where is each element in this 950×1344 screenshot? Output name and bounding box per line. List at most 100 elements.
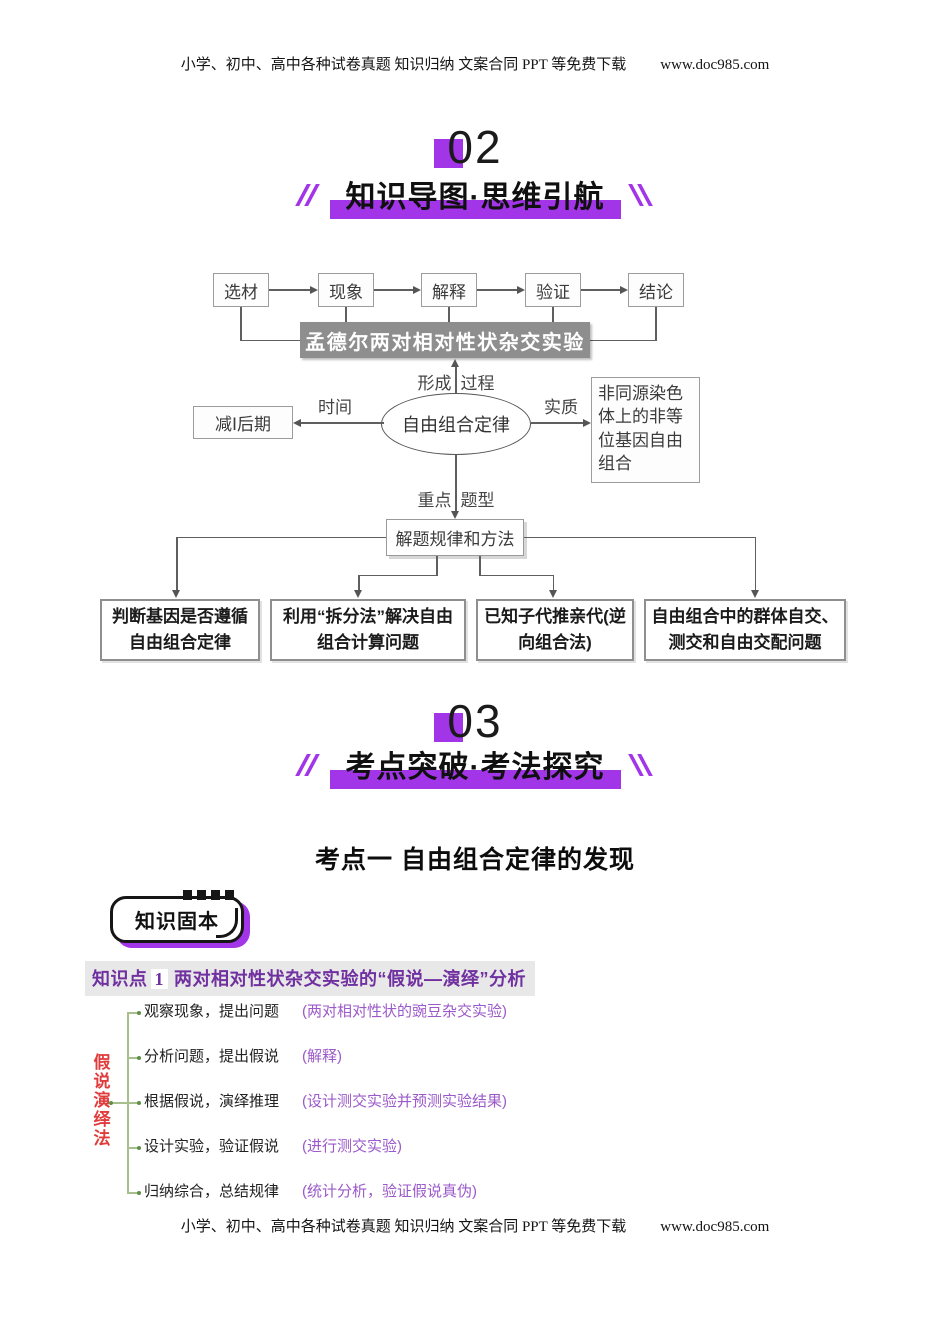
hypothesis-step: 归纳综合，总结规律 bbox=[144, 1183, 280, 1200]
page-header: 小学、初中、高中各种试卷真题 知识归纳 文案合同 PPT 等免费下载 www.do… bbox=[0, 53, 950, 74]
footer-text: 小学、初中、高中各种试卷真题 知识归纳 文案合同 PPT 等免费下载 bbox=[180, 1219, 627, 1235]
hypothesis-note: (设计测交实验并预测实验结果) bbox=[302, 1093, 507, 1110]
topic-box-1: 判断基因是否遵循自由组合定律 bbox=[100, 599, 260, 661]
branch-dot bbox=[137, 1190, 141, 1195]
essence-box: 非同源染色体上的非等位基因自由组合 bbox=[591, 377, 700, 483]
hypothesis-note: (进行测交实验) bbox=[302, 1138, 402, 1155]
connector-line bbox=[479, 574, 554, 577]
hypothesis-note: (解释) bbox=[302, 1048, 342, 1065]
branch-dot bbox=[137, 1145, 141, 1150]
hypothesis-side-label: 假说演绎法 bbox=[93, 1053, 111, 1148]
hypothesis-step: 设计实验，验证假说 bbox=[144, 1138, 280, 1155]
connector-line bbox=[479, 556, 481, 576]
connector-line bbox=[176, 536, 178, 592]
arrow-up-icon bbox=[451, 359, 459, 367]
arrow-right-icon bbox=[310, 285, 318, 294]
connector-line bbox=[269, 289, 311, 291]
arrow-down-icon bbox=[451, 511, 459, 519]
section-02-number: 02 bbox=[434, 120, 502, 174]
section-02-number-wrap: 02 bbox=[0, 120, 950, 174]
footer-url-link[interactable]: www.doc985.com bbox=[660, 1219, 770, 1235]
knowledge-badge: 知识固本 bbox=[110, 890, 244, 943]
hypothesis-step: 分析问题，提出假说 bbox=[144, 1048, 280, 1065]
badge-label: 知识固本 bbox=[135, 911, 219, 933]
connector-line bbox=[448, 307, 450, 322]
branch-line bbox=[127, 1147, 139, 1149]
double-slash-icon bbox=[294, 754, 320, 778]
arrow-right-icon bbox=[620, 285, 628, 294]
section-02-title: 知识导图·思维引航 bbox=[294, 172, 652, 219]
connector-line bbox=[240, 307, 242, 341]
connector-line bbox=[455, 365, 457, 394]
connector-line bbox=[436, 556, 438, 576]
branch-line bbox=[127, 1102, 139, 1104]
header-url-link[interactable]: www.doc985.com bbox=[660, 57, 770, 73]
method-box: 解题规律和方法 bbox=[386, 519, 524, 556]
branch-line bbox=[127, 1192, 139, 1194]
connector-line bbox=[358, 574, 437, 577]
double-backslash-icon bbox=[627, 754, 653, 778]
arrow-right-icon bbox=[583, 418, 591, 427]
badge-perforation-icon bbox=[183, 890, 234, 900]
connector-line bbox=[754, 536, 757, 592]
header-text: 小学、初中、高中各种试卷真题 知识归纳 文案合同 PPT 等免费下载 bbox=[180, 57, 627, 73]
flow-box-step-2: 现象 bbox=[318, 273, 374, 307]
connector-line bbox=[358, 574, 360, 592]
arrow-down-icon bbox=[172, 590, 180, 598]
connector-line bbox=[524, 536, 756, 539]
arrow-right-icon bbox=[413, 285, 421, 294]
section-03-number: 03 bbox=[434, 694, 502, 748]
purple-underbar bbox=[329, 770, 621, 789]
arrow-left-icon bbox=[293, 418, 301, 427]
branch-line bbox=[127, 1012, 139, 1014]
connector-line bbox=[301, 422, 384, 424]
connector-line bbox=[590, 339, 656, 342]
knowledge-point-prefix: 知识点 bbox=[92, 969, 148, 989]
badge-curl-decoration bbox=[216, 908, 238, 938]
connector-line bbox=[655, 307, 657, 341]
arrow-right-icon bbox=[517, 285, 525, 294]
connector-line bbox=[581, 289, 621, 291]
branch-dot bbox=[137, 1010, 141, 1015]
section-03-number-wrap: 03 bbox=[0, 694, 950, 748]
hypothesis-note: (统计分析，验证假说真伪) bbox=[302, 1183, 477, 1200]
essence-label: 实质 bbox=[544, 398, 578, 417]
connector-line bbox=[531, 422, 584, 424]
connector-line bbox=[477, 289, 518, 291]
law-ellipse: 自由组合定律 bbox=[381, 393, 531, 455]
hypothesis-item: 设计实验，验证假说 (进行测交实验) bbox=[144, 1137, 402, 1157]
purple-square-icon bbox=[434, 713, 464, 742]
hypothesis-item: 分析问题，提出假说 (解释) bbox=[144, 1047, 342, 1067]
process-label: 形成过程 bbox=[417, 374, 495, 393]
connector-line bbox=[552, 307, 554, 322]
kaodian-heading: 考点一 自由组合定律的发现 bbox=[315, 846, 635, 874]
branch-line bbox=[127, 1057, 139, 1059]
experiment-band: 孟德尔两对相对性状杂交实验 bbox=[300, 322, 590, 358]
connector-line bbox=[240, 339, 300, 342]
purple-square-icon bbox=[434, 139, 464, 168]
mindmap-diagram: 选材 现象 解释 验证 结论 孟德尔两对相对性状杂交实验 形成过程 自由组合定律 bbox=[100, 273, 846, 661]
connector-line bbox=[455, 455, 457, 511]
branch-dot bbox=[109, 1100, 113, 1105]
topic-box-3: 已知子代推亲代(逆向组合法) bbox=[476, 599, 634, 661]
hypothesis-step: 观察现象，提出问题 bbox=[144, 1003, 280, 1020]
flow-box-step-3: 解释 bbox=[421, 273, 477, 307]
hypothesis-item: 根据假说，演绎推理 (设计测交实验并预测实验结果) bbox=[144, 1092, 507, 1112]
topic-box-4: 自由组合中的群体自交、测交和自由交配问题 bbox=[644, 599, 846, 661]
flow-box-step-5: 结论 bbox=[628, 273, 684, 307]
branch-dot bbox=[137, 1100, 141, 1105]
connector-line bbox=[374, 289, 414, 291]
section-02-title-wrap: 知识导图·思维引航 bbox=[0, 172, 950, 219]
arrow-down-icon bbox=[354, 590, 362, 598]
connector-line bbox=[345, 307, 347, 322]
hypothesis-item: 归纳综合，总结规律 (统计分析，验证假说真伪) bbox=[144, 1182, 477, 1202]
time-label: 时间 bbox=[318, 398, 352, 417]
connector-line bbox=[552, 574, 555, 592]
arrow-down-icon bbox=[548, 590, 557, 598]
branch-line bbox=[112, 1102, 127, 1104]
flow-box-step-4: 验证 bbox=[525, 273, 581, 307]
hypothesis-step: 根据假说，演绎推理 bbox=[144, 1093, 280, 1110]
time-box: 减Ⅰ后期 bbox=[193, 406, 293, 439]
